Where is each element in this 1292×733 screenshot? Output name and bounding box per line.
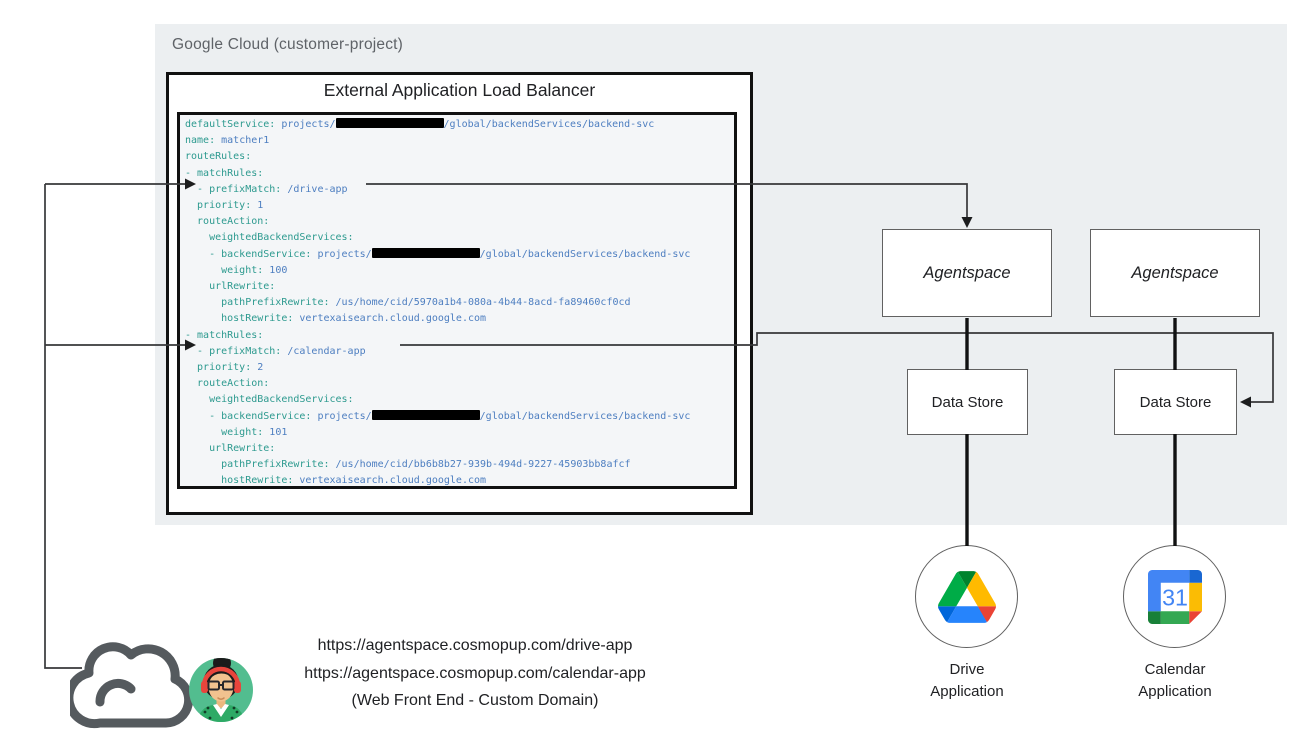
- datastore-label: Data Store: [931, 393, 1004, 411]
- yaml-key: hostRewrite:: [185, 475, 294, 487]
- calendar-application-label: Calendar Application: [1138, 661, 1212, 700]
- yaml-key: weightedBackendServices:: [185, 394, 354, 406]
- yaml-value: /calendar-app: [281, 345, 366, 357]
- yaml-key: routeAction:: [185, 216, 270, 228]
- drive-application-label: Drive Application: [930, 661, 1004, 700]
- yaml-value: 2: [251, 362, 264, 374]
- redaction-bar: [371, 409, 480, 420]
- frontend-urls: https://agentspace.cosmopup.com/drive-ap…: [262, 632, 688, 715]
- yaml-value: 100: [263, 264, 288, 276]
- yaml-value: projects/: [311, 248, 372, 260]
- code-line: weight: 101: [185, 425, 734, 441]
- lb-route-config-code: defaultService: projects/ /global/backend…: [177, 112, 737, 489]
- yaml-value: /global/backendServices/backend-svc: [479, 410, 691, 422]
- drive-application-node: [915, 545, 1018, 648]
- yaml-key: - prefixMatch:: [185, 345, 282, 357]
- code-line: weightedBackendServices:: [185, 392, 734, 408]
- load-balancer-title: External Application Load Balancer: [323, 80, 596, 100]
- agentspace-box-calendar: Agentspace: [1090, 229, 1260, 317]
- code-line: - backendService: projects/ /global/backe…: [185, 247, 734, 263]
- redaction-bar: [371, 247, 480, 258]
- web-frontend-figure: [70, 642, 253, 729]
- agentspace-box-drive: Agentspace: [882, 229, 1052, 317]
- code-line: weight: 100: [185, 263, 734, 279]
- yaml-key: - backendService:: [185, 248, 312, 260]
- code-line: defaultService: projects/ /global/backend…: [185, 117, 734, 133]
- code-line: weightedBackendServices:: [185, 230, 734, 246]
- code-line: - prefixMatch: /calendar-app: [185, 344, 734, 360]
- yaml-key: priority:: [185, 200, 252, 212]
- yaml-key: defaultService:: [185, 119, 276, 130]
- code-line: - matchRules:: [185, 328, 734, 344]
- yaml-value: vertexaisearch.cloud.google.com: [293, 475, 487, 487]
- yaml-value: vertexaisearch.cloud.google.com: [293, 313, 487, 325]
- yaml-key: routeAction:: [185, 378, 270, 390]
- datastore-box-drive: Data Store: [907, 369, 1028, 435]
- yaml-key: routeRules:: [185, 151, 252, 163]
- code-line: - prefixMatch: /drive-app: [185, 182, 734, 198]
- yaml-value: projects/: [311, 410, 372, 422]
- code-line: routeRules:: [185, 149, 734, 165]
- code-line: pathPrefixRewrite: /us/home/cid/bb6b8b27…: [185, 457, 734, 473]
- frontend-url-drive: https://agentspace.cosmopup.com/drive-ap…: [317, 637, 633, 654]
- code-line: pathPrefixRewrite: /us/home/cid/5970a1b4…: [185, 295, 734, 311]
- yaml-value: /us/home/cid/5970a1b4-080a-4b44-8acd-fa8…: [329, 297, 631, 309]
- yaml-key: hostRewrite:: [185, 313, 294, 325]
- code-line: hostRewrite: vertexaisearch.cloud.google…: [185, 311, 734, 327]
- yaml-value: /global/backendServices/backend-svc: [479, 248, 691, 260]
- datastore-box-calendar: Data Store: [1114, 369, 1237, 435]
- yaml-key: urlRewrite:: [185, 443, 276, 455]
- google-calendar-icon: 31: [1147, 569, 1202, 624]
- agentspace-label: Agentspace: [923, 263, 1011, 282]
- code-line: routeAction:: [185, 376, 734, 392]
- code-line: priority: 2: [185, 360, 734, 376]
- yaml-key: - matchRules:: [185, 329, 264, 341]
- code-line: - matchRules:: [185, 166, 734, 182]
- code-line: hostRewrite: vertexaisearch.cloud.google…: [185, 473, 734, 487]
- cloud-icon: [70, 642, 194, 729]
- yaml-key: name:: [185, 135, 216, 147]
- frontend-url-calendar: https://agentspace.cosmopup.com/calendar…: [304, 664, 646, 682]
- yaml-key: priority:: [185, 362, 252, 374]
- yaml-key: weight:: [185, 426, 264, 438]
- frontend-caption: (Web Front End - Custom Domain): [351, 692, 599, 709]
- datastore-label: Data Store: [1139, 393, 1212, 411]
- code-line: routeAction:: [185, 214, 734, 230]
- yaml-value: 1: [251, 200, 264, 212]
- google-cloud-panel-label: Google Cloud (customer-project): [172, 36, 404, 53]
- code-line: name: matcher1: [185, 133, 734, 149]
- redaction-bar: [335, 118, 444, 128]
- yaml-key: - backendService:: [185, 410, 312, 422]
- code-line: urlRewrite:: [185, 441, 734, 457]
- calendar-day-number: 31: [1162, 584, 1188, 610]
- code-line: urlRewrite:: [185, 279, 734, 295]
- user-avatar: [189, 658, 253, 722]
- yaml-key: - matchRules:: [185, 167, 264, 179]
- line-frontend-trunk: [44, 184, 82, 669]
- agentspace-label: Agentspace: [1131, 263, 1219, 282]
- yaml-key: urlRewrite:: [185, 281, 276, 293]
- google-drive-icon: [937, 570, 996, 623]
- yaml-value: /drive-app: [281, 183, 348, 195]
- yaml-key: weightedBackendServices:: [185, 232, 354, 244]
- yaml-key: pathPrefixRewrite:: [185, 297, 330, 309]
- code-line: - backendService: projects/ /global/backe…: [185, 409, 734, 425]
- yaml-value: /us/home/cid/bb6b8b27-939b-494d-9227-459…: [329, 459, 631, 471]
- yaml-value: 101: [263, 426, 288, 438]
- yaml-value: projects/: [275, 119, 336, 130]
- yaml-value: matcher1: [215, 135, 270, 147]
- calendar-application-node: 31: [1123, 545, 1226, 648]
- code-line: priority: 1: [185, 198, 734, 214]
- yaml-key: weight:: [185, 264, 264, 276]
- yaml-key: - prefixMatch:: [185, 183, 282, 195]
- yaml-value: /global/backendServices/backend-svc: [443, 119, 655, 130]
- yaml-key: pathPrefixRewrite:: [185, 459, 330, 471]
